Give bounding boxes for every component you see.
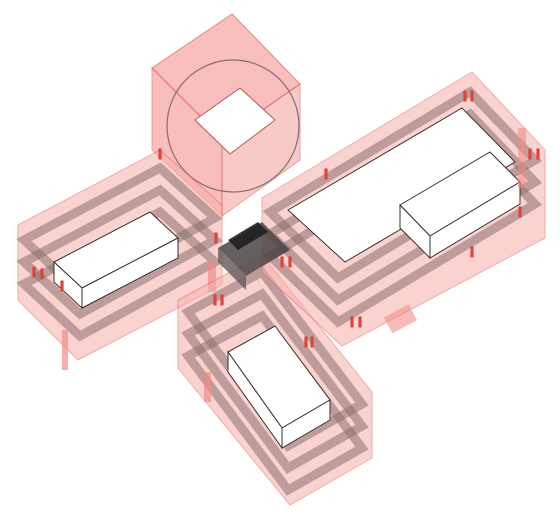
person-figure-icon — [518, 206, 522, 218]
person-figure-icon — [470, 90, 474, 102]
person-figure-icon — [40, 268, 44, 280]
person-figure-icon — [470, 246, 474, 258]
person-figure-icon — [158, 148, 162, 160]
glass-cube-volume — [151, 13, 301, 218]
person-figure-icon — [220, 294, 224, 306]
person-figure-icon — [60, 280, 64, 292]
right-wing-volume — [261, 71, 546, 347]
person-figure-icon — [358, 316, 362, 328]
person-figure-icon — [536, 148, 540, 160]
central-circulation-core — [218, 222, 290, 290]
person-figure-icon — [463, 90, 467, 102]
person-figure-icon — [213, 294, 217, 306]
person-figure-icon — [32, 266, 36, 278]
person-figure-icon — [310, 336, 314, 348]
person-figure-icon — [280, 256, 284, 268]
person-figure-icon — [288, 256, 292, 268]
people-figures — [32, 90, 540, 348]
person-figure-icon — [214, 232, 218, 244]
skylight-opening — [194, 87, 276, 155]
person-figure-icon — [350, 316, 354, 328]
person-figure-icon — [528, 148, 532, 160]
person-figure-icon — [304, 336, 308, 348]
person-figure-icon — [324, 168, 328, 180]
round-opening-outline — [166, 59, 300, 193]
